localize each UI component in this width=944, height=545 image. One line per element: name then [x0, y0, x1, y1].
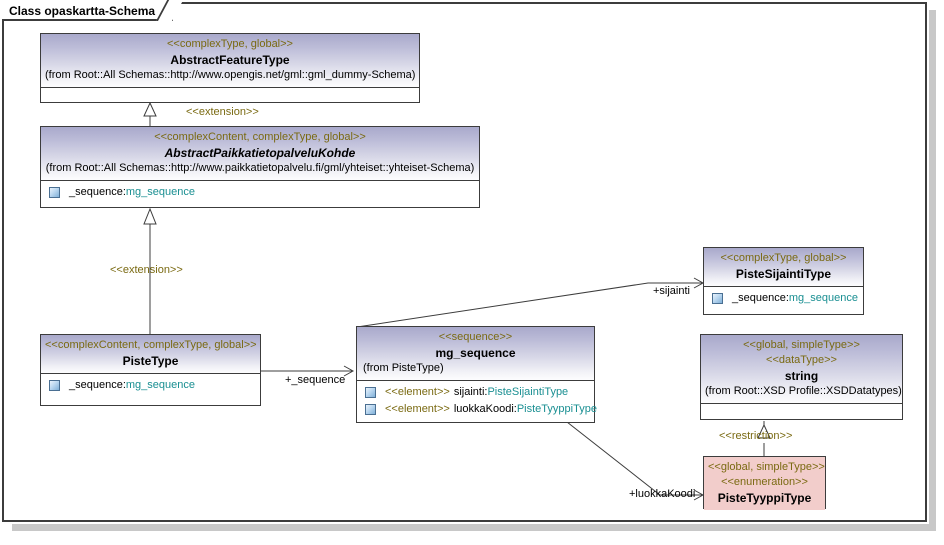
node-header: <<complexType, global>> AbstractFeatureT…: [41, 34, 419, 87]
frame-shadow-right: [929, 10, 936, 531]
attribute-name: _sequence:: [69, 186, 126, 198]
attribute-type: mg_sequence: [125, 379, 195, 391]
attribute-type: mg_sequence: [788, 292, 858, 304]
node-stereotype-secondary: <<enumeration>>: [721, 476, 808, 488]
node-abstract-paikkatietopalvelu-kohde[interactable]: <<complexContent, complexType, global>> …: [40, 126, 480, 208]
node-divider: [704, 286, 863, 287]
node-piste-tyyppi-type[interactable]: <<global, simpleType>> <<enumeration>> P…: [703, 456, 826, 510]
frame-shadow-bottom: [12, 524, 936, 531]
attribute-row[interactable]: _sequence:mg_sequence: [41, 377, 260, 394]
node-attributes-compartment: <<element>>sijainti:PisteSijaintiType <<…: [357, 381, 597, 421]
attribute-name: sijainti:: [453, 386, 488, 398]
attribute-name: _sequence:: [69, 379, 126, 391]
attribute-stereotype: <<element>>: [385, 386, 450, 398]
attribute-icon: [49, 187, 60, 198]
node-header: <<complexContent, complexType, global>> …: [41, 127, 479, 180]
node-title: AbstractFeatureType: [170, 53, 290, 67]
node-stereotype-secondary: <<dataType>>: [766, 354, 837, 366]
connector-label-luokkakoodi-role: +luokkaKoodi: [629, 488, 696, 500]
attribute-name: luokkaKoodi:: [453, 403, 517, 415]
attribute-row[interactable]: <<element>>sijainti:PisteSijaintiType: [357, 384, 594, 401]
node-title: string: [784, 369, 819, 383]
node-divider: [41, 87, 419, 88]
attribute-row[interactable]: _sequence:mg_sequence: [41, 184, 479, 201]
node-attributes-compartment: _sequence:mg_sequence: [704, 287, 863, 310]
node-title: PisteTyyppiType: [717, 491, 812, 505]
attribute-icon: [365, 387, 376, 398]
node-header: <<global, simpleType>> <<enumeration>> P…: [704, 457, 825, 510]
node-stereotype: <<complexContent, complexType, global>>: [45, 339, 257, 351]
connector-label-sequence-role: +_sequence: [285, 374, 346, 386]
node-title: PisteSijaintiType: [735, 267, 832, 281]
node-from: (from PisteType): [363, 362, 444, 374]
node-from: (from Root::All Schemas::http://www.paik…: [45, 162, 475, 174]
node-attributes-compartment: _sequence:mg_sequence: [41, 374, 260, 397]
connector-label-sijainti-role: +sijainti: [653, 285, 690, 297]
attribute-icon: [365, 404, 376, 415]
node-stereotype: <<global, simpleType>>: [708, 461, 825, 473]
node-mg-sequence[interactable]: <<sequence>> mg_sequence (from PisteType…: [356, 326, 597, 423]
connector-label-extension-feature: <<extension>>: [186, 106, 259, 118]
attribute-row[interactable]: _sequence:mg_sequence: [704, 290, 863, 307]
connector-label-extension-piste: <<extension>>: [110, 264, 183, 276]
node-header: <<global, simpleType>> <<dataType>> stri…: [701, 335, 902, 403]
frame-title-label: Class opaskartta-Schema: [9, 4, 156, 18]
node-divider: [357, 380, 594, 381]
node-title: PisteType: [122, 354, 179, 368]
node-from: (from Root::All Schemas::http://www.open…: [45, 69, 416, 81]
node-divider: [701, 403, 902, 404]
node-header: <<complexContent, complexType, global>> …: [41, 335, 260, 373]
attribute-row[interactable]: <<element>>luokkaKoodi:PisteTyyppiType: [357, 401, 597, 418]
node-attributes-compartment: _sequence:mg_sequence: [41, 181, 479, 204]
frame-title-tab: Class opaskartta-Schema: [2, 2, 174, 21]
node-stereotype: <<global, simpleType>>: [743, 339, 860, 351]
node-abstract-feature-type[interactable]: <<complexType, global>> AbstractFeatureT…: [40, 33, 420, 103]
node-header: <<sequence>> mg_sequence (from PisteType…: [357, 327, 594, 380]
node-from: (from Root::XSD Profile::XSDDatatypes): [705, 385, 902, 397]
attribute-type: PisteTyyppiType: [516, 403, 597, 415]
node-title: AbstractPaikkatietopalveluKohde: [164, 146, 356, 160]
node-title: mg_sequence: [435, 346, 516, 360]
attribute-stereotype: <<element>>: [385, 403, 450, 415]
attribute-icon: [49, 380, 60, 391]
node-piste-sijainti-type[interactable]: <<complexType, global>> PisteSijaintiTyp…: [703, 247, 864, 315]
node-stereotype: <<sequence>>: [438, 331, 513, 343]
node-header: <<complexType, global>> PisteSijaintiTyp…: [704, 248, 863, 286]
node-divider: [41, 373, 260, 374]
attribute-type: PisteSijaintiType: [487, 386, 569, 398]
node-piste-type[interactable]: <<complexContent, complexType, global>> …: [40, 334, 261, 406]
node-string-datatype[interactable]: <<global, simpleType>> <<dataType>> stri…: [700, 334, 903, 420]
node-attributes-compartment: [41, 88, 419, 95]
node-stereotype: <<complexType, global>>: [167, 38, 293, 50]
attribute-name: _sequence:: [732, 292, 789, 304]
node-divider: [41, 180, 479, 181]
node-attributes-compartment: [701, 404, 902, 411]
attribute-icon: [712, 293, 723, 304]
attribute-type: mg_sequence: [125, 186, 195, 198]
connector-label-restriction: <<restriction>>: [719, 430, 793, 442]
node-stereotype: <<complexType, global>>: [720, 252, 847, 264]
node-stereotype: <<complexContent, complexType, global>>: [154, 131, 366, 143]
